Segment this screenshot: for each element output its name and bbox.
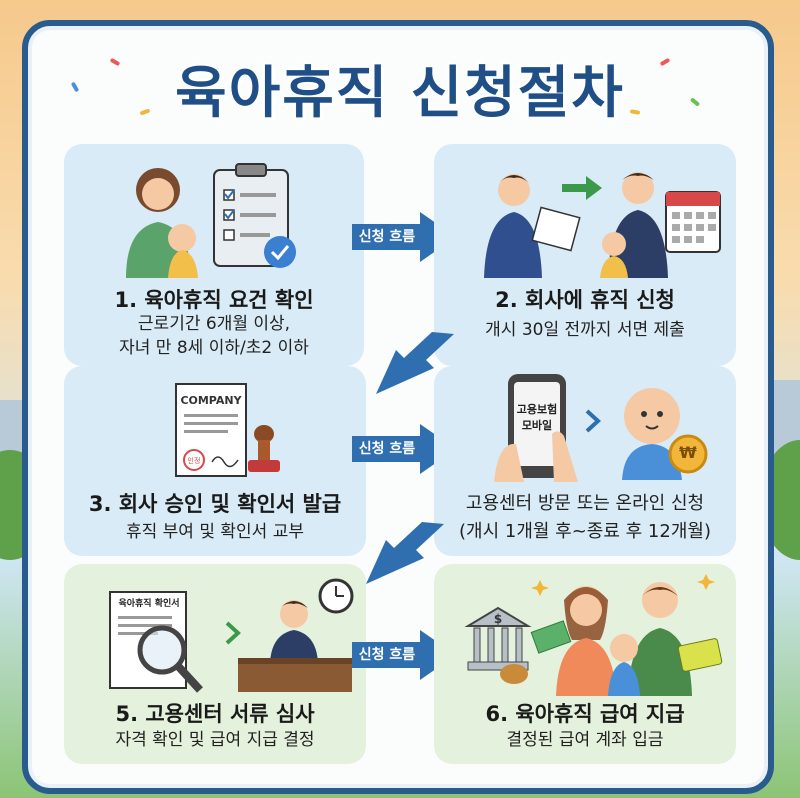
mother-baby-icon — [120, 158, 210, 278]
employee-submitting-icon — [480, 168, 590, 278]
step-4-desc-line-1: 고용센터 방문 또는 온라인 신청 — [465, 493, 705, 514]
step-3-desc: 휴직 부여 및 확인서 교부 — [125, 522, 304, 542]
bank-icon: $ — [464, 604, 532, 684]
baby-with-coin-icon: ₩ — [608, 380, 718, 480]
dollar-symbol: $ — [493, 612, 503, 626]
step-6-desc: 결정된 급여 계좌 입금 — [506, 730, 664, 750]
flow-label: 신청 흐름 — [358, 647, 416, 663]
right-arrow-icon — [562, 176, 602, 200]
calendar-icon — [664, 184, 722, 254]
step-card-2: 2. 회사에 휴직 신청 개시 30일 전까지 서면 제출 — [434, 144, 736, 366]
company-document-icon: COMPANY 인정 — [168, 380, 258, 480]
step-2-title: 2. 회사에 휴직 신청 — [495, 288, 675, 312]
step-2-desc: 개시 30일 전까지 서면 제출 — [485, 320, 685, 340]
step-card-5: 육아휴직 확인서 5. 고용센터 서류 심사 자격 확인 및 급여 지급 결정 — [64, 564, 366, 764]
chevron-right-icon — [584, 408, 602, 434]
flow-arrow-1-2: 신청 흐름 — [350, 210, 460, 268]
stamp-icon — [242, 424, 286, 478]
company-doc-label: COMPANY — [180, 394, 242, 407]
manager-with-child-icon — [594, 164, 674, 278]
step-card-6: $ 6. 육아휴직 급여 지급 결정된 급여 계좌 입금 — [434, 564, 736, 764]
won-coin-symbol: ₩ — [679, 443, 697, 462]
step-1-desc-line-2: 자녀 만 8세 이하/초2 이하 — [119, 338, 309, 358]
flow-arrow-4-5 — [360, 520, 450, 594]
step-1-title: 1. 육아휴직 요건 확인 — [114, 288, 314, 312]
page-title: 육아휴직 신청절차 — [175, 61, 625, 126]
step-4-desc-line-2: (개시 1개월 후~종료 후 12개월) — [459, 521, 711, 542]
flow-label: 신청 흐름 — [358, 229, 416, 245]
flow-arrow-3-4: 신청 흐름 — [350, 422, 460, 480]
step-3-title: 3. 회사 승인 및 확인서 발급 — [88, 492, 342, 516]
step-6-title: 6. 육아휴직 급여 지급 — [485, 702, 685, 726]
step-1-desc-line-1: 근로기간 6개월 이상, — [137, 314, 291, 334]
step-5-desc: 자격 확인 및 급여 지급 결정 — [115, 730, 315, 750]
step-card-1: 1. 육아휴직 요건 확인 근로기간 6개월 이상, 자녀 만 8세 이하/초2… — [64, 144, 364, 366]
step-5-title: 5. 고용센터 서류 심사 — [115, 702, 315, 726]
happy-family-money-icon — [530, 570, 726, 696]
flow-arrow-2-3 — [370, 330, 460, 404]
flow-label: 신청 흐름 — [358, 441, 416, 457]
review-doc-label: 육아휴직 확인서 — [118, 599, 180, 609]
document-magnifier-icon: 육아휴직 확인서 — [100, 586, 210, 696]
phone-screen-text: 고용보험 모바일 — [516, 403, 558, 432]
smartphone-icon: 고용보험 모바일 — [494, 372, 578, 482]
stamp-mark-label: 인정 — [188, 456, 201, 465]
checklist-clipboard-icon — [210, 162, 300, 270]
flow-arrow-5-6: 신청 흐름 — [350, 628, 460, 686]
step-card-3: COMPANY 인정 3. 회사 승인 및 확인서 발급 휴직 부여 및 확인서… — [64, 366, 366, 556]
step-card-4: 고용보험 모바일 ₩ 고용센터 방문 또는 온라인 신청 (개시 1개월 후~종… — [434, 366, 736, 556]
officer-at-desk-icon — [238, 578, 358, 694]
chevron-right-icon — [224, 620, 242, 646]
